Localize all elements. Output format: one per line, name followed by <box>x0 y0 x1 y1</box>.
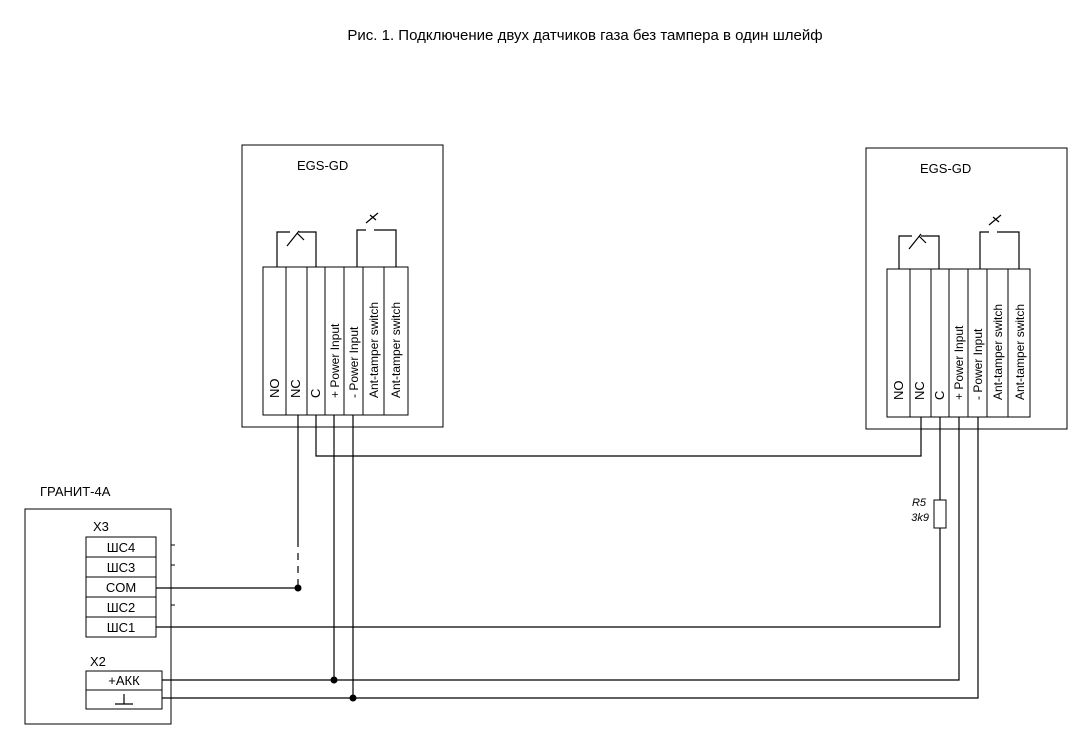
sensor-2-name: EGS-GD <box>920 161 971 176</box>
wire-ground <box>162 417 979 699</box>
wire-s1-c-to-s2-nc <box>315 415 922 457</box>
sensor-2-terminal-no: NO <box>891 381 906 401</box>
wire-battery-plus <box>162 417 960 681</box>
sensor-2-enclosure <box>865 147 1068 430</box>
wire-r5-to-shs1 <box>156 528 941 628</box>
sensor-1-terminal-tamper-a: Ant-tamper switch <box>367 302 381 398</box>
sensor-2-tamper-symbol <box>979 214 1020 269</box>
sensor-2: EGS-GD NO NC C + Power Input - Power Inp… <box>865 147 1068 430</box>
x3-terminal-block: ШС4 ШС3 COM ШС2 ШС1 <box>85 536 157 638</box>
panel-name: ГРАНИТ-4А <box>40 484 111 499</box>
wiring <box>156 415 979 702</box>
sensor-1-terminal-tamper-b: Ant-tamper switch <box>389 302 403 398</box>
sensor-1-terminal-block <box>262 266 409 416</box>
unused-pin-stubs <box>171 544 175 606</box>
sensor-2-terminal-tamper-a: Ant-tamper switch <box>991 304 1005 400</box>
panel-enclosure <box>24 508 172 725</box>
sensor-2-terminal-c: C <box>932 391 947 400</box>
x2-terminal-block: +АКК <box>85 670 163 710</box>
sensor-2-terminal-nc: NC <box>912 381 927 400</box>
sensor-1: EGS-GD NO NC C + Power Input - Power Inp… <box>241 144 444 428</box>
junction-dot <box>330 676 338 684</box>
sensor-1-name: EGS-GD <box>297 158 348 173</box>
ground-icon <box>115 694 133 705</box>
sensor-1-terminal-power-plus: + Power Input <box>328 323 342 398</box>
sensor-2-terminal-power-minus: - Power Input <box>971 328 985 400</box>
resistor-r5: R5 3k9 <box>911 497 947 529</box>
sensor-1-tamper-symbol <box>356 212 397 267</box>
control-panel: ГРАНИТ-4А X3 ШС4 ШС3 COM ШС2 ШС1 X2 +АКК <box>24 484 175 725</box>
junction-dot <box>294 584 302 592</box>
resistor-ref: R5 <box>912 497 927 509</box>
figure-title: Рис. 1. Подключение двух датчиков газа б… <box>347 27 822 44</box>
x2-label: X2 <box>90 654 106 669</box>
sensor-1-relay-symbol <box>276 230 317 267</box>
x3-pin-com: COM <box>106 580 136 595</box>
sensor-1-terminal-nc: NC <box>288 379 303 398</box>
x3-pin-shs2: ШС2 <box>107 600 136 615</box>
x2-pin-battery-plus: +АКК <box>108 673 140 688</box>
sensor-2-relay-symbol <box>898 233 940 269</box>
x3-pin-shs4: ШС4 <box>107 540 136 555</box>
x3-pin-shs3: ШС3 <box>107 560 136 575</box>
sensor-1-terminal-no: NO <box>267 379 282 399</box>
sensor-2-terminal-power-plus: + Power Input <box>952 325 966 400</box>
sensor-1-enclosure <box>241 144 444 428</box>
sensor-1-terminal-power-minus: - Power Input <box>347 326 361 398</box>
sensor-2-terminal-tamper-b: Ant-tamper switch <box>1013 304 1027 400</box>
x3-label: X3 <box>93 519 109 534</box>
sensor-1-terminal-c: C <box>308 389 323 398</box>
x3-pin-shs1: ШС1 <box>107 620 136 635</box>
junction-dot <box>349 694 357 702</box>
resistor-value: 3k9 <box>911 512 929 524</box>
